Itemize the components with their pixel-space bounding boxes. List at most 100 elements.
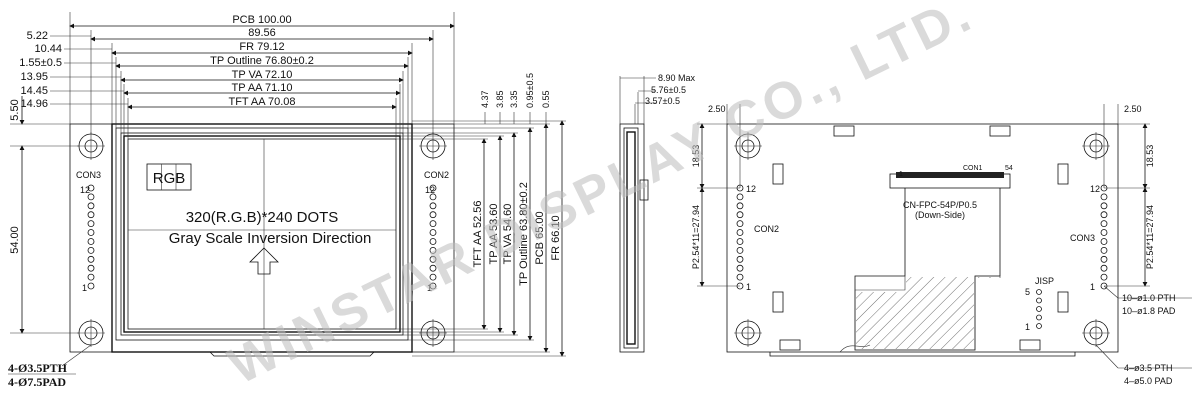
back-con3-pin12: 12 (1090, 184, 1100, 194)
back-view: CON1 1 54 CN-FPC-54P/P0.5 (Down-Side) CO… (691, 104, 1192, 386)
pin-pad (736, 202, 744, 210)
pin-pad (1100, 238, 1108, 245)
pin-pad (1036, 289, 1042, 295)
con1-pins (896, 172, 1004, 178)
pin-pad (429, 229, 437, 236)
dim-r5: FR 66.10 (550, 215, 562, 260)
back-hole-tl (734, 132, 762, 160)
up-arrow-icon (249, 247, 279, 275)
hole-note-pad: 4-Ø7.5PAD (8, 375, 66, 389)
pin-pad (87, 264, 95, 272)
back-dim-pitch-right: P2.54*11=27.94 (1145, 205, 1155, 269)
back-pad-note: 10–ø1.8 PAD (1122, 306, 1176, 316)
pin-pad (429, 193, 437, 201)
tp-aa (123, 135, 401, 333)
gray-scale-label: Gray Scale Inversion Direction (169, 230, 372, 247)
con1-pin1: 1 (899, 171, 903, 178)
back-hatched-pads (772, 125, 1069, 351)
dim-8956-label: 89.56 (248, 27, 276, 39)
dim-tp-outline-label: TP Outline 76.80±0.2 (210, 55, 314, 67)
back-con2-pin1: 1 (746, 282, 751, 292)
pin-pad (1100, 220, 1108, 228)
dim-r4: PCB 65.00 (534, 211, 546, 264)
pin-pad (1036, 297, 1042, 304)
pin-pad (736, 238, 744, 245)
dim-pcb-label: PCB 100.00 (232, 14, 291, 26)
mounting-hole-br (419, 319, 447, 347)
con3-pin1-label: 1 (82, 283, 87, 293)
pin-pad (1100, 246, 1108, 254)
jisp-pins (1036, 289, 1042, 329)
pin-pad (87, 238, 95, 245)
pin-pad (429, 211, 437, 219)
back-dim-pitch-left: P2.54*11=27.94 (691, 205, 701, 269)
con1-label: CON1 (963, 165, 983, 172)
pin-pad (429, 202, 437, 210)
right-top-small-dims: 4.37 3.85 3.35 0.95±0.5 0.55 (480, 73, 551, 124)
right-vertical-dims: TFT AA 52.56 TP AA 53.60 TP VA 54.60 TP … (396, 120, 566, 357)
con2-pin-column (429, 184, 437, 290)
fpc-sublabel: (Down-Side) (915, 210, 965, 220)
mounting-hole-tl (77, 132, 105, 160)
side-dim-357: 3.57±0.5 (645, 96, 680, 106)
dim-437: 4.37 (480, 90, 490, 108)
rgb-box (146, 163, 192, 191)
con1-pin54: 54 (1005, 165, 1013, 172)
back-con2-pin12: 12 (746, 184, 756, 194)
con2-label: CON2 (424, 170, 449, 180)
dim-1445: 14.45 (20, 85, 48, 97)
pin-pad (1036, 314, 1042, 321)
back-hole-pad-note: 4–ø5.0 PAD (1124, 376, 1173, 386)
pin-pad (736, 229, 744, 236)
tp-va (120, 132, 404, 336)
dim-385: 3.85 (495, 90, 505, 108)
pin-pad (1100, 211, 1108, 219)
pin-pad (1100, 193, 1108, 201)
pin-pad (87, 273, 95, 281)
pin-pad (736, 273, 744, 281)
pin-pad (736, 246, 744, 254)
pin-pad (1100, 202, 1108, 210)
left-small-dims: 5.22 10.44 1.55±0.5 13.95 14.45 14.96 (19, 30, 128, 110)
dim-r0: TFT AA 52.56 (472, 200, 484, 267)
front-view: RGB 320(R.G.B)*240 DOTS Gray Scale Inver… (8, 12, 566, 389)
dim-r2: TP VA 54.60 (502, 204, 514, 265)
pin-pad (429, 184, 437, 192)
pin-pad (736, 211, 744, 219)
back-hole-pth-note: 4–ø3.5 PTH (1124, 363, 1173, 373)
back-con2-label: CON2 (754, 224, 779, 234)
jisp-pin5: 5 (1025, 287, 1030, 297)
dim-1496: 14.96 (20, 98, 48, 110)
dim-tft-aa-label: TFT AA 70.08 (228, 96, 295, 108)
dim-095: 0.95±0.5 (525, 73, 535, 108)
pin-pad (87, 255, 95, 263)
con2-pin12-label: 12 (425, 185, 435, 195)
pin-pad (429, 264, 437, 272)
back-dim-250-left: 2.50 (708, 104, 726, 114)
con3-pin-column (87, 184, 95, 290)
tft-aa (127, 138, 397, 330)
back-con2-pins (736, 184, 744, 290)
back-hole-bl (734, 319, 762, 347)
pin-pad (1100, 255, 1108, 263)
dim-155: 1.55±0.5 (19, 57, 62, 69)
side-view: 8.90 Max 5.76±0.5 3.57±0.5 (619, 73, 696, 353)
pin-pad (87, 220, 95, 228)
dim-r1: TP AA 53.60 (488, 204, 500, 265)
pin-pad (87, 282, 95, 290)
pin-pad (87, 202, 95, 210)
pin-pad (429, 282, 437, 290)
back-dim-1853-right: 18.53 (1145, 145, 1155, 168)
pin-pad (736, 264, 744, 272)
back-pcb-outline (726, 123, 1119, 353)
back-pth-note: 10–ø1.0 PTH (1122, 293, 1176, 303)
con2-pin1-label: 1 (427, 283, 432, 293)
back-dim-1853-left: 18.53 (691, 145, 701, 168)
pin-pad (87, 184, 95, 192)
dim-tp-va-label: TP VA 72.10 (232, 69, 293, 81)
mounting-hole-bl (77, 319, 105, 347)
side-outline (619, 123, 645, 353)
pin-pad (87, 246, 95, 254)
con3-label: CON3 (76, 170, 101, 180)
pin-pad (429, 220, 437, 228)
